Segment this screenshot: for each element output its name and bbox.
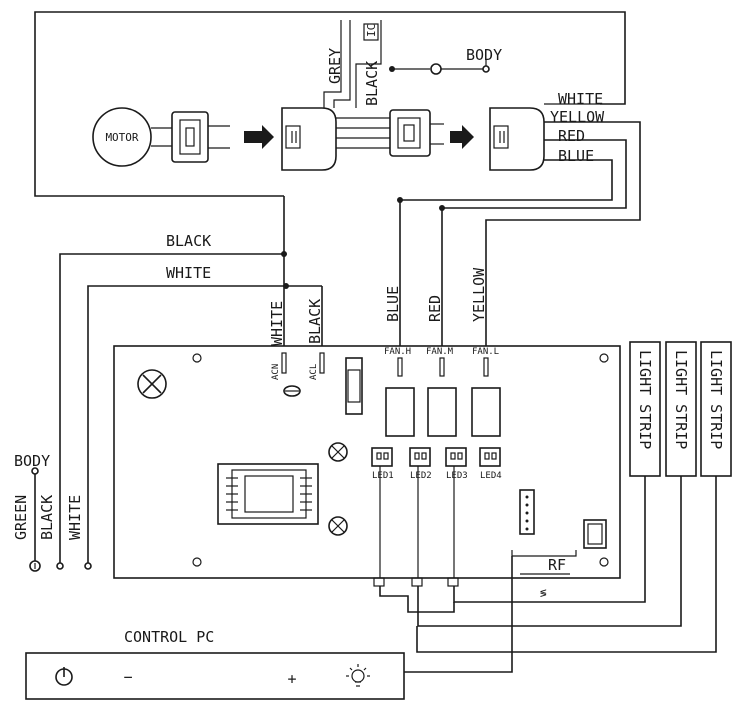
motor-plug <box>151 111 230 163</box>
screw-icon <box>328 516 348 536</box>
light-strip-2-label: LIGHT STRIP <box>672 350 690 449</box>
led2-label: LED2 <box>410 471 432 481</box>
motor-label: MOTOR <box>105 131 138 144</box>
power-button[interactable] <box>55 667 73 686</box>
fan-l-label: FAN.L <box>472 347 499 357</box>
light-strip-2 <box>665 341 697 477</box>
light-bulb-icon <box>346 664 370 687</box>
speed-wire-yellow-label: YELLOW <box>470 267 488 322</box>
fan-wire-red-label: RED <box>558 127 585 145</box>
rf-label: RF <box>548 556 566 574</box>
ic-label: IC <box>365 24 378 37</box>
ac-white-label: WHITE <box>268 301 286 346</box>
mains-white-label: WHITE <box>166 264 211 282</box>
motor-enclosure <box>34 11 626 197</box>
fan-output-wires <box>397 103 641 346</box>
arrow-right-icon <box>244 125 274 149</box>
ic-box <box>363 23 379 41</box>
light-button[interactable] <box>346 664 370 687</box>
acn-label: ACN <box>271 364 281 380</box>
screw-icon <box>137 369 167 399</box>
light-strip-3 <box>700 341 732 477</box>
transformer-icon <box>217 463 319 525</box>
led3-label: LED3 <box>446 471 468 481</box>
control-panel <box>25 652 405 700</box>
relays <box>385 387 501 437</box>
terminal-white-label: WHITE <box>66 495 84 540</box>
control-panel-title: CONTROL PC <box>124 628 214 646</box>
light-strip-1-label: LIGHT STRIP <box>636 350 654 449</box>
led1-label: LED1 <box>372 471 394 481</box>
varistor-icon <box>283 385 301 397</box>
power-terminals <box>29 467 92 572</box>
speed-wire-blue-label: BLUE <box>384 286 402 322</box>
mains-wires <box>34 196 323 563</box>
terminal-green-label: GREEN <box>12 495 30 540</box>
fan-terminals <box>397 357 489 377</box>
fuse-icon <box>345 357 363 415</box>
arrow-right-icon <box>450 125 474 149</box>
body-label-top: BODY <box>466 46 502 64</box>
light-strip-3-label: LIGHT STRIP <box>707 350 725 449</box>
grey-wire-label: GREY <box>326 48 344 84</box>
minus-button[interactable]: − <box>123 668 132 686</box>
pin-header <box>519 489 535 535</box>
fan-wire-yellow-label: YELLOW <box>550 108 605 126</box>
acl-label: ACL <box>309 364 319 380</box>
harness-connector-a <box>281 107 337 171</box>
ac-black-label: BLACK <box>306 299 324 344</box>
led-connectors <box>371 447 501 467</box>
harness-connector-c <box>489 107 545 171</box>
body-ground <box>389 60 490 75</box>
fan-m-label: FAN.M <box>426 347 454 357</box>
light-strip-1 <box>629 341 661 477</box>
led4-label: LED4 <box>480 471 502 481</box>
control-board <box>113 345 621 579</box>
harness-plug-b <box>389 109 444 157</box>
black-ic-wire-label: BLACK <box>363 61 381 106</box>
light-strip-wires <box>379 466 717 653</box>
harness-wires <box>323 20 390 149</box>
control-panel-wire <box>404 556 513 673</box>
chip-icon <box>583 519 607 549</box>
motor: MOTOR <box>92 107 152 167</box>
antenna-icon: ≶ <box>540 586 547 599</box>
fan-wire-white-label: WHITE <box>558 90 603 108</box>
speed-wire-red-label: RED <box>426 295 444 322</box>
fan-h-label: FAN.H <box>384 347 411 357</box>
rf-module <box>511 550 577 575</box>
plus-button[interactable]: + <box>287 670 296 688</box>
terminal-black-label: BLACK <box>38 495 56 540</box>
ac-terminals <box>281 352 325 374</box>
mains-black-label: BLACK <box>166 232 211 250</box>
terminal-body-label: BODY <box>14 452 50 470</box>
led-output-pins <box>373 577 459 587</box>
fan-wire-blue-label: BLUE <box>558 147 594 165</box>
screw-icon <box>328 442 348 462</box>
